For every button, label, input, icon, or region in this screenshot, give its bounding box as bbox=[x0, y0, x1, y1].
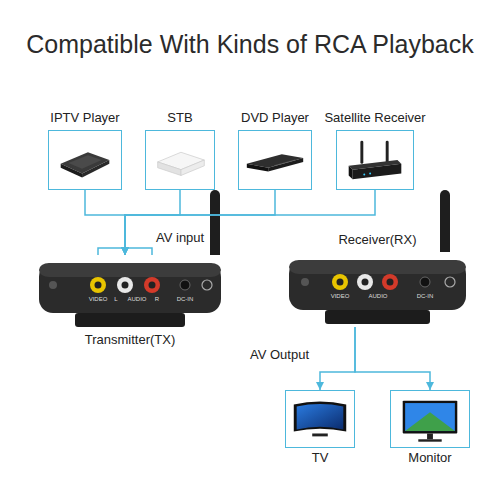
signal-connector bbox=[320, 327, 355, 390]
diagram-title: Compatible With Kinds of RCA Playback bbox=[0, 30, 500, 59]
device-node: Satellite Receiver bbox=[322, 110, 428, 190]
signal-connector bbox=[125, 190, 275, 255]
port-label: VIDEO bbox=[331, 293, 350, 300]
signal-label: AV input bbox=[156, 230, 204, 246]
device-label: Receiver(RX) bbox=[285, 232, 470, 248]
device-picture bbox=[390, 390, 470, 448]
port-label: DC-IN bbox=[177, 296, 194, 303]
device-label: Satellite Receiver bbox=[322, 110, 428, 126]
device-label: Transmitter(TX) bbox=[35, 332, 225, 348]
device-picture bbox=[336, 130, 414, 190]
device-node: IPTV Player bbox=[48, 110, 122, 190]
device-icon bbox=[35, 255, 225, 330]
signal-connector bbox=[355, 327, 430, 390]
port-label: DC-IN bbox=[417, 293, 434, 300]
device-picture bbox=[145, 130, 215, 190]
signal-connector bbox=[125, 190, 375, 255]
device-label: TV bbox=[285, 450, 355, 466]
device-node: STB bbox=[145, 110, 215, 190]
device-icon bbox=[337, 131, 413, 189]
device-picture bbox=[48, 130, 122, 190]
rx-antenna bbox=[440, 190, 450, 260]
device-node: Receiver(RX) bbox=[285, 232, 470, 327]
device-node: Monitor bbox=[390, 390, 470, 466]
port-label: R bbox=[155, 296, 159, 303]
device-icon bbox=[146, 131, 214, 189]
port-label: VIDEO bbox=[89, 296, 108, 303]
port-label: AUDIO bbox=[368, 293, 387, 300]
device-picture bbox=[35, 255, 225, 330]
device-picture bbox=[285, 390, 355, 448]
device-node: DVD Player bbox=[238, 110, 312, 190]
device-icon bbox=[286, 391, 354, 447]
port-label: AUDIO bbox=[127, 296, 146, 303]
signal-connector bbox=[85, 190, 125, 255]
device-label: STB bbox=[145, 110, 215, 126]
signal-label: AV Output bbox=[250, 347, 309, 363]
device-picture bbox=[238, 130, 312, 190]
tx-antenna bbox=[210, 190, 220, 264]
device-icon bbox=[239, 131, 311, 189]
device-picture bbox=[285, 252, 470, 327]
device-icon bbox=[285, 252, 470, 327]
device-label: IPTV Player bbox=[48, 110, 122, 126]
device-label: DVD Player bbox=[238, 110, 312, 126]
port-label: L bbox=[114, 296, 117, 303]
signal-connector bbox=[125, 190, 180, 255]
device-label: Monitor bbox=[390, 450, 470, 466]
device-icon bbox=[49, 131, 121, 189]
device-icon bbox=[391, 391, 469, 447]
device-node: TV bbox=[285, 390, 355, 466]
